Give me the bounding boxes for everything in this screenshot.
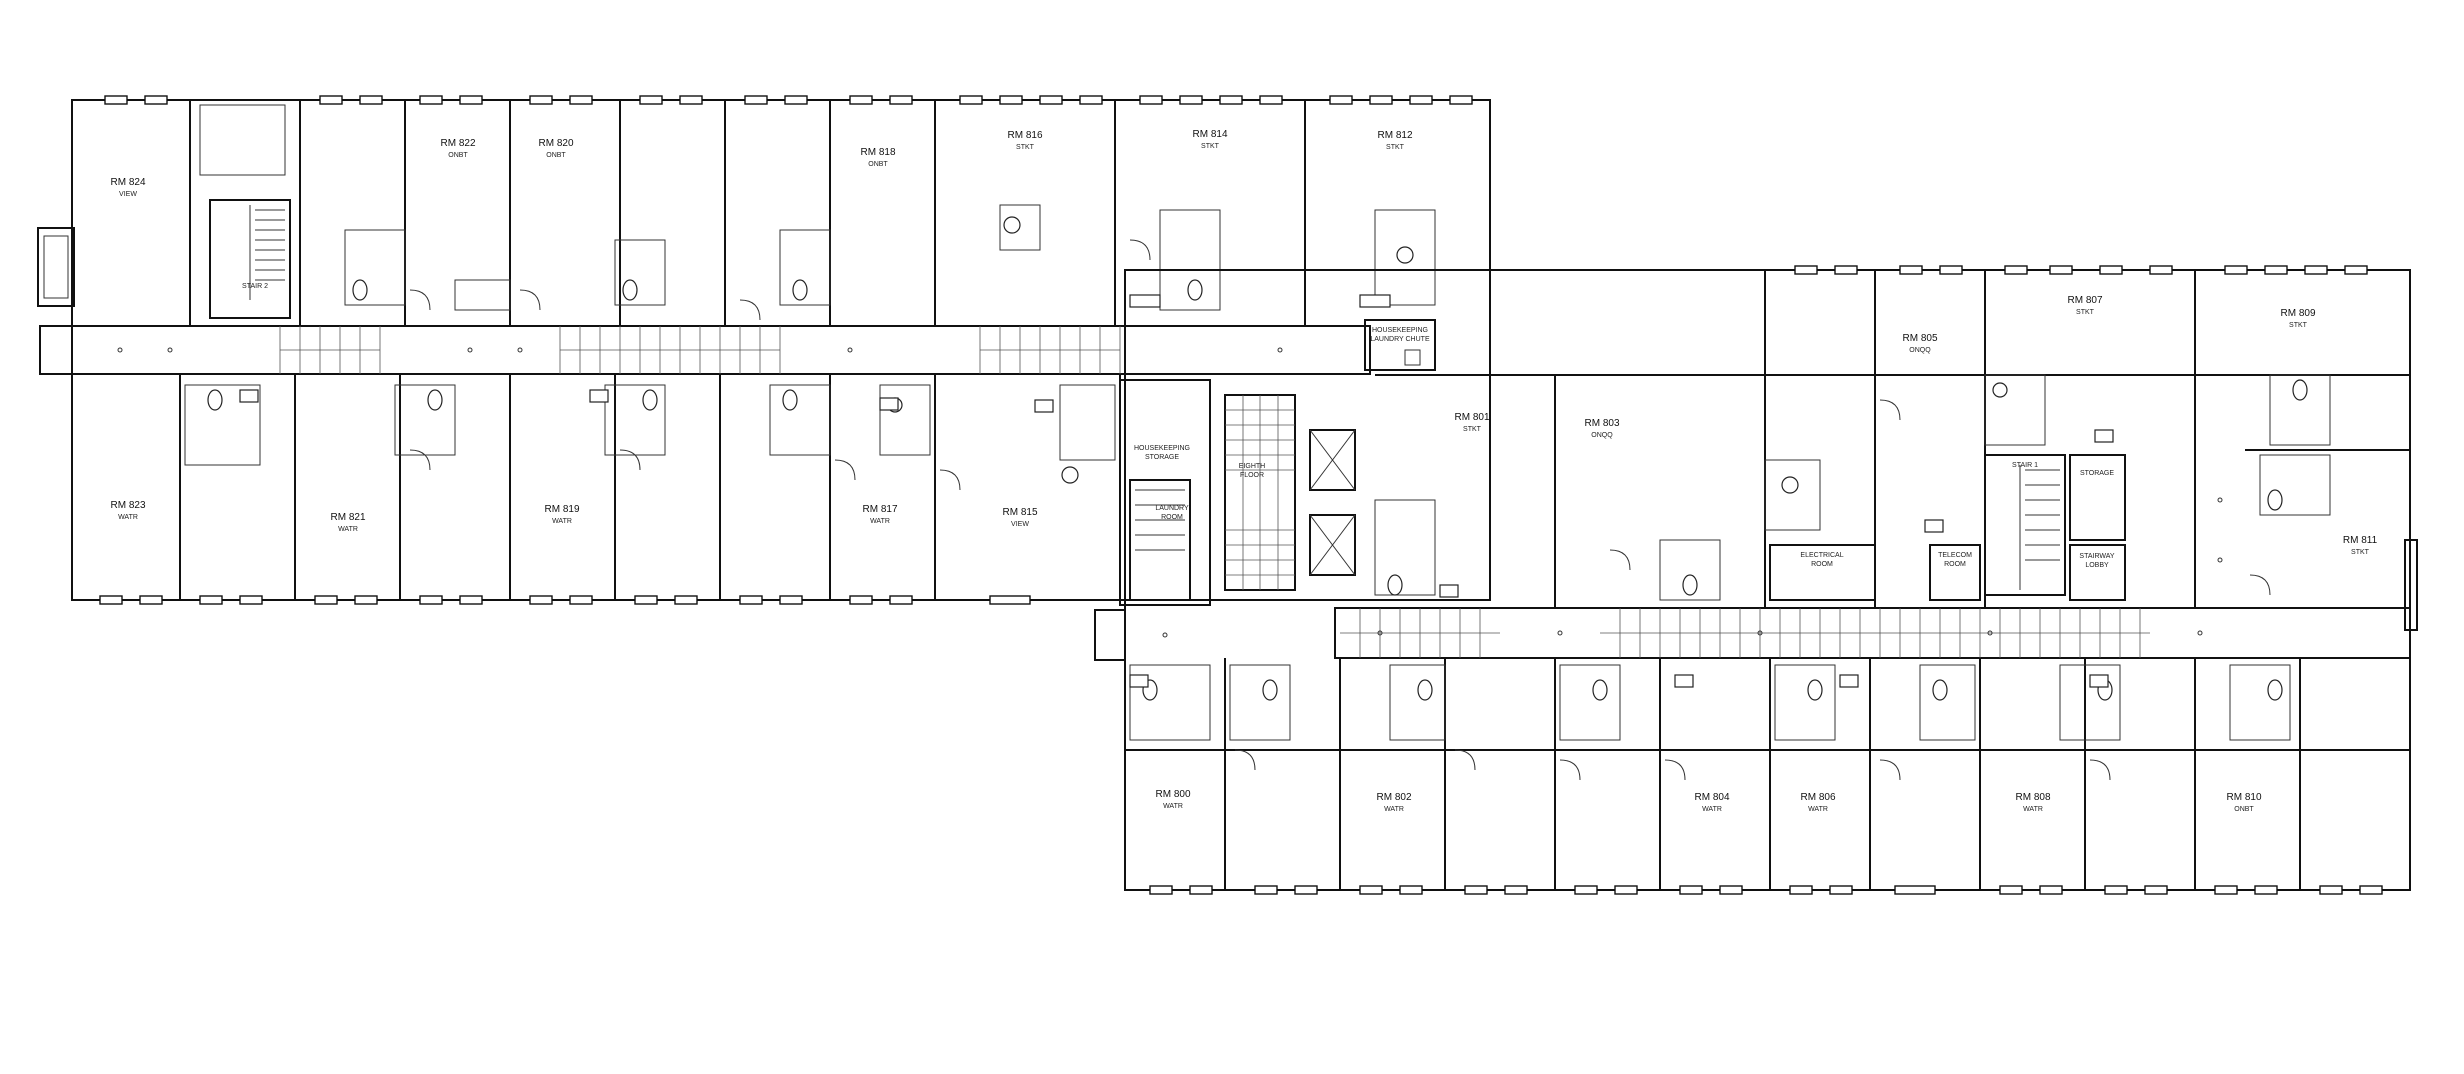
core [1094, 319, 1436, 661]
code-rm808: WATR [2023, 806, 2043, 813]
code-rm812: STKT [1386, 144, 1405, 151]
code-rm822: ONBT [448, 152, 468, 159]
code-rm815: VIEW [1011, 521, 1029, 528]
code-rm804: WATR [1702, 806, 1722, 813]
south-bathrooms-east [1129, 664, 2291, 741]
south-windows-east [1149, 885, 2383, 895]
north-windows-east [1794, 265, 2368, 275]
code-rm814: STKT [1201, 143, 1220, 150]
label-rm801: RM 801 [1454, 412, 1489, 423]
label-stairway: STAIRWAY [2079, 553, 2114, 560]
corridor-tiles-west [279, 326, 1121, 374]
label-rm810: RM 810 [2226, 792, 2261, 803]
label-rm806: RM 806 [1800, 792, 1835, 803]
label-housekeeping: HOUSEKEEPING [1134, 445, 1190, 452]
label-stair-2: STAIR 2 [242, 283, 268, 290]
label-rm802: RM 802 [1376, 792, 1411, 803]
code-rm807: STKT [2076, 309, 2095, 316]
label-rm819: RM 819 [544, 504, 579, 515]
label-rm820: RM 820 [538, 138, 573, 149]
label-rm822: RM 822 [440, 138, 475, 149]
east-wing [1124, 265, 2418, 895]
label-rm807: RM 807 [2067, 295, 2102, 306]
code-rm823: WATR [118, 514, 138, 521]
label-rm804: RM 804 [1694, 792, 1729, 803]
code-rm801: STKT [1463, 426, 1482, 433]
code-rm810: ONBT [2234, 806, 2254, 813]
code-rm811: STKT [2351, 549, 2370, 556]
label-rm814: RM 814 [1192, 129, 1227, 140]
south-windows-west [99, 595, 1031, 605]
code-rm805: ONQQ [1909, 347, 1931, 354]
north-bathrooms-east [1374, 374, 2331, 601]
label-rm823: RM 823 [110, 500, 145, 511]
code-rm806: WATR [1808, 806, 1828, 813]
code-rm817: WATR [870, 518, 890, 525]
corridor-tiles-east [1340, 608, 2150, 658]
label-rm818: RM 818 [860, 147, 895, 158]
label-rm803: RM 803 [1584, 418, 1619, 429]
label-stair-1: STAIR 1 [2012, 462, 2038, 469]
label-rm812: RM 812 [1377, 130, 1412, 141]
label-telecom-room: ROOM [1944, 561, 1966, 568]
west-wing [37, 95, 1491, 605]
elevator-shafts [1309, 429, 1356, 576]
code-rm803: ONQQ [1591, 432, 1613, 439]
label-telecom: TELECOM [1938, 552, 1972, 559]
label-rm821: RM 821 [330, 512, 365, 523]
code-rm816: STKT [1016, 144, 1035, 151]
label-lobby: LOBBY [2085, 562, 2109, 569]
door-swings-west [409, 239, 1151, 491]
south-bathrooms-west [184, 384, 1116, 484]
fixture-marks [117, 347, 2223, 638]
label-electrical-room: ROOM [1811, 561, 1833, 568]
lobby-tiles [1225, 395, 1295, 590]
north-bathrooms-west [199, 104, 1436, 311]
label-housekeeping-chute: HOUSEKEEPING [1372, 327, 1428, 334]
door-swings-east [1234, 399, 2271, 781]
label-storage: STORAGE [2080, 470, 2114, 477]
label-laundry-chute: LAUNDRY CHUTE [1370, 336, 1430, 343]
label-rm809: RM 809 [2280, 308, 2315, 319]
label-rm817: RM 817 [862, 504, 897, 515]
code-rm824: VIEW [119, 191, 137, 198]
label-rm824: RM 824 [110, 177, 145, 188]
label-housekeeping-storage: STORAGE [1145, 454, 1179, 461]
stair-2 [209, 199, 291, 319]
code-rm802: WATR [1384, 806, 1404, 813]
room-labels: RM 824 VIEW RM 822 ONBT RM 820 ONBT RM 8… [110, 129, 2377, 813]
label-electrical: ELECTRICAL [1800, 552, 1843, 559]
label-rm800: RM 800 [1155, 789, 1190, 800]
label-rm815: RM 815 [1002, 507, 1037, 518]
code-rm821: WATR [338, 526, 358, 533]
north-windows-west [104, 95, 1473, 105]
code-rm818: ONBT [868, 161, 888, 168]
label-rm816: RM 816 [1007, 130, 1042, 141]
code-rm819: WATR [552, 518, 572, 525]
code-rm820: ONBT [546, 152, 566, 159]
label-laundry: LAUNDRY [1155, 505, 1189, 512]
label-laundry-room: ROOM [1161, 514, 1183, 521]
label-floor: FLOOR [1240, 472, 1264, 479]
label-rm808: RM 808 [2015, 792, 2050, 803]
code-rm800: WATR [1163, 803, 1183, 810]
stair-1 [1984, 454, 2066, 596]
code-rm809: STKT [2289, 322, 2308, 329]
space-labels: STAIR 2 STAIR 1 STORAGE STAIRWAY LOBBY H… [242, 283, 2115, 569]
label-eighth: EIGHTH [1239, 463, 1265, 470]
label-rm805: RM 805 [1902, 333, 1937, 344]
label-rm811: RM 811 [2343, 535, 2378, 546]
